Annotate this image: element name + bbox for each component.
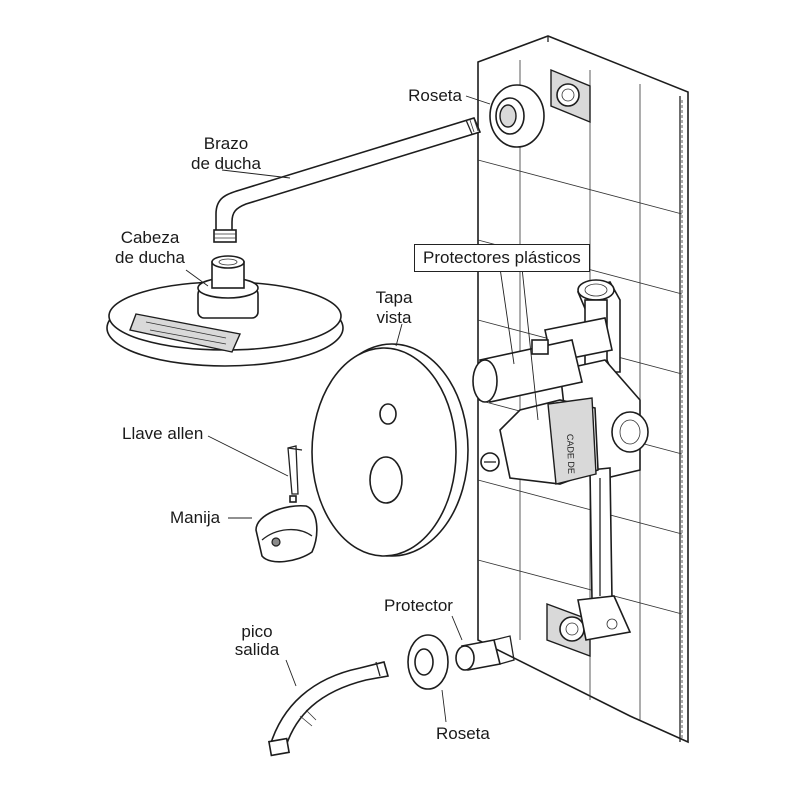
protector-bottom	[455, 635, 515, 671]
label-roseta-top: Roseta	[408, 86, 462, 105]
label-brazo-line2: de ducha	[191, 154, 261, 173]
mixing-valve: CADE DE	[472, 279, 649, 641]
leader-lines	[185, 95, 539, 723]
label-tapa-line1: Tapa	[375, 288, 413, 307]
label-cabeza-line1: Cabeza	[120, 228, 180, 247]
label-tapa-line2: vista	[376, 308, 412, 327]
label-protectores-plasticos: Protectores plásticos	[414, 244, 590, 272]
label-roseta-bottom: Roseta	[436, 724, 490, 743]
roseta-bottom	[407, 634, 449, 690]
cover-plate	[311, 343, 469, 557]
label-brazo-line1: Brazo	[203, 134, 249, 153]
label-manija: Manija	[170, 508, 221, 527]
label-pico-line1: pico	[241, 622, 273, 641]
allen-key	[287, 445, 303, 503]
spout	[267, 661, 390, 757]
label-protector: Protector	[384, 596, 453, 615]
roseta-top	[489, 84, 545, 148]
shower-arm	[213, 117, 482, 243]
label-llave-allen: Llave allen	[122, 424, 204, 443]
handle	[255, 504, 318, 563]
shower-head	[106, 255, 344, 367]
label-cabeza-line2: de ducha	[115, 248, 185, 267]
label-pico-line2: salida	[234, 640, 280, 659]
valve-marking: CADE DE	[565, 434, 576, 474]
